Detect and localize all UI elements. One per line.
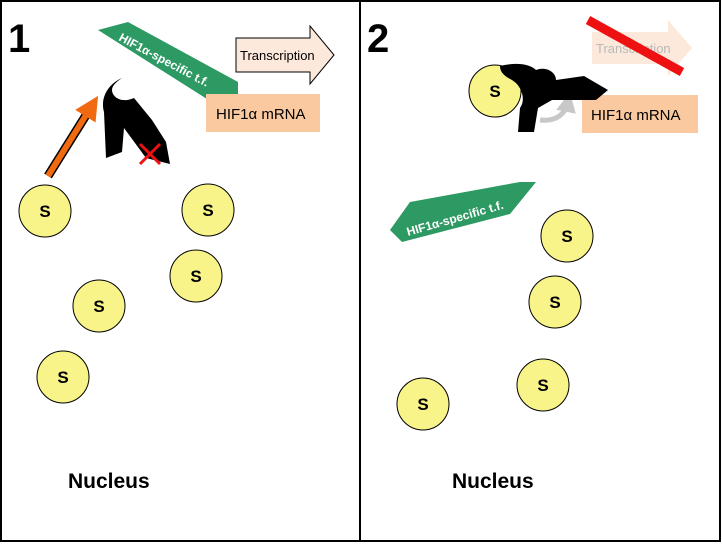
mrna-label: HIF1α mRNA xyxy=(216,106,306,123)
substrate: S xyxy=(72,279,126,333)
nucleus-label: Nucleus xyxy=(452,470,534,493)
panel-1-number: 1 xyxy=(8,17,30,61)
substrate: S xyxy=(169,249,223,303)
substrate: S xyxy=(181,183,235,237)
enzyme-icon xyxy=(102,78,170,164)
substrate-label: S xyxy=(549,293,560,312)
substrate: S xyxy=(528,275,582,329)
substrate: S xyxy=(36,350,90,404)
substrate-label: S xyxy=(93,297,104,316)
transcription-label: Transcription xyxy=(240,48,315,63)
substrate-label: S xyxy=(561,227,572,246)
substrate: S xyxy=(468,64,522,118)
substrate-label: S xyxy=(190,267,201,286)
mrna-box: HIF1α mRNA xyxy=(206,94,320,132)
red-strike-icon xyxy=(585,16,685,76)
substrate: S xyxy=(540,209,594,263)
panel-2-number: 2 xyxy=(367,17,389,61)
substrate-label: S xyxy=(417,395,428,414)
panel-2: 2 Transcription HIF1α-specific t.f. HIF1… xyxy=(359,0,721,542)
enzyme-icon xyxy=(500,63,608,133)
grey-curved-arrow-icon xyxy=(539,92,576,123)
mrna-box: HIF1α mRNA xyxy=(582,95,698,133)
substrate-label: S xyxy=(202,201,213,220)
substrate-label: S xyxy=(39,202,50,221)
substrate-label: S xyxy=(489,82,500,101)
mrna-label: HIF1α mRNA xyxy=(591,107,681,124)
substrate: S xyxy=(18,184,72,238)
panel-1: 1 Transcription HIF1α-specific t.f. HIF1… xyxy=(0,0,361,542)
substrate-label: S xyxy=(537,376,548,395)
nucleus-label: Nucleus xyxy=(68,470,150,493)
transcription-arrow: Transcription xyxy=(235,24,335,86)
substrate: S xyxy=(516,358,570,412)
orange-arrow-icon xyxy=(44,95,99,179)
substrate: S xyxy=(396,377,450,431)
substrate-label: S xyxy=(57,368,68,387)
red-x-icon xyxy=(138,142,162,166)
